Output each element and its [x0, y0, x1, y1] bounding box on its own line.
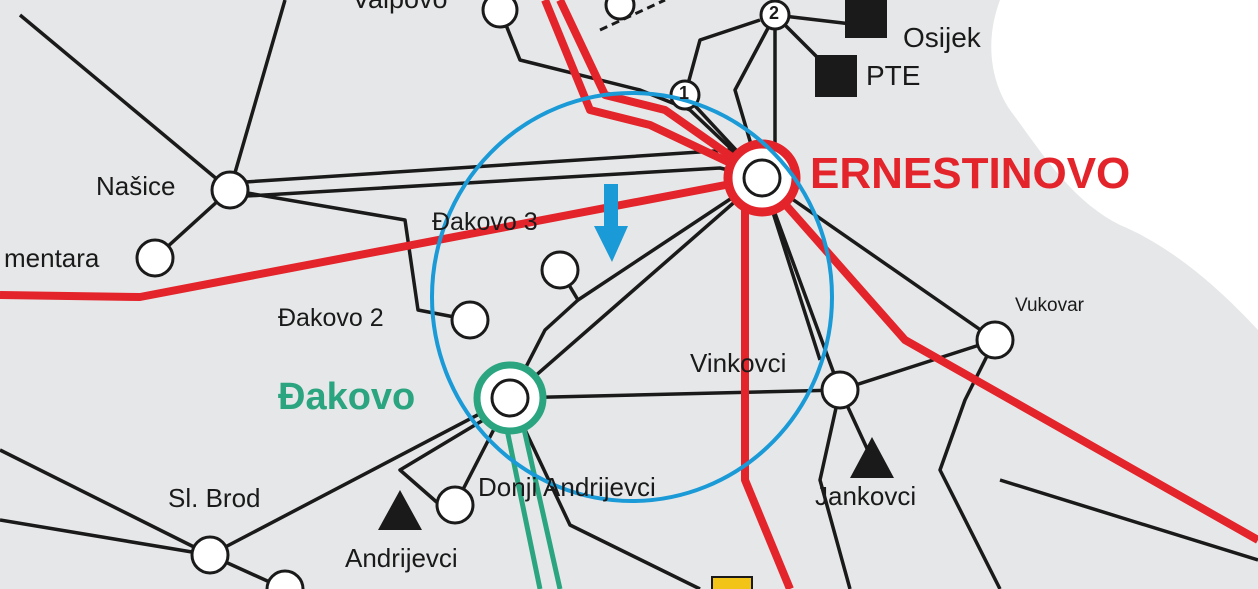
highlight-circle [430, 91, 834, 503]
label-sl-brod: Sl. Brod [168, 483, 261, 513]
red-line-north-b [556, 0, 765, 182]
line-djakovo-ernestinovo [508, 176, 764, 400]
line-djakovo-vinkovci [509, 388, 841, 400]
line-vinkovci-south [818, 389, 852, 589]
line-sub1-north [683, 18, 761, 96]
substation-node-icon [540, 250, 580, 290]
red-line-southeast [759, 175, 1258, 544]
line-slbrod-west-b [0, 518, 211, 557]
substation-node-icon [135, 238, 175, 278]
label-valpovo: Valpovo [352, 0, 448, 13]
label-jankovci: Jankovci [815, 481, 917, 511]
label-osijek: Osijek [903, 22, 981, 53]
line-slbrod-west-a [0, 448, 211, 557]
red-line-south [741, 210, 794, 589]
label-donji-andrijevci: Donji Andrijevci [478, 472, 656, 502]
label-djakovo3: Đakovo 3 [432, 208, 538, 236]
substation-node-icon [481, 0, 519, 29]
green-lines [502, 419, 563, 589]
line-nasice-djakovo [229, 188, 471, 322]
substation-node-icon [975, 320, 1015, 360]
line-east-south [999, 478, 1258, 562]
line-valpovo-ernestinovo [498, 9, 764, 180]
ernestinovo-station [723, 139, 801, 217]
label-djakovo: Đakovo [278, 376, 416, 418]
green-line-b [519, 419, 563, 589]
substation-node-icon [820, 370, 860, 410]
outside-region [991, 0, 1258, 330]
substation-node-icon [210, 170, 250, 210]
line-valpovo-west [18, 13, 232, 192]
substation-node-icon [490, 378, 530, 418]
line-nasice-north [228, 0, 287, 191]
label-nasice: Našice [96, 171, 176, 201]
substation-node-icon [450, 300, 490, 340]
red-line-north-a [541, 0, 764, 182]
label-switch-1: 1 [679, 83, 690, 103]
label-andrijevci: Andrijevci [345, 543, 458, 573]
line-djakovo-south [508, 397, 701, 589]
substation-node-icon [190, 535, 230, 575]
djakovo-station [473, 361, 547, 435]
label-vinkovci: Vinkovci [690, 348, 787, 378]
highlight-arrow-icon [594, 184, 628, 262]
substation-node-icon [265, 569, 305, 589]
label-mentara: mentara [4, 243, 100, 273]
line-djakovo-andrijevci [398, 408, 501, 507]
power-plant-square-icon [815, 55, 857, 97]
line-vinkovci-vukovar [839, 338, 996, 392]
dashed-line [599, 0, 666, 32]
line-ernestinovo-vukovar [761, 176, 996, 342]
label-djakovo2: Đakovo 2 [278, 304, 384, 332]
line-djakovo-slbrod [209, 396, 511, 557]
line-vukovar-south [938, 339, 1002, 589]
power-plant-square-icon [845, 0, 887, 38]
substation-node-icon [759, 0, 791, 31]
substation-node-icon [435, 485, 475, 525]
power-plant-square-icon [711, 576, 753, 589]
triangle-plant-icon [378, 490, 422, 530]
red-line-west [0, 174, 763, 301]
label-vukovar: Vukovar [1015, 295, 1084, 316]
substation-nodes [135, 0, 1015, 589]
label-switch-2: 2 [769, 3, 780, 23]
substation-node-icon [742, 158, 782, 198]
substation-node-icon [604, 0, 636, 21]
triangle-plant-icon [850, 437, 894, 478]
label-pte: PTE [866, 60, 921, 91]
label-ernestinovo: ERNESTINOVO [810, 149, 1131, 198]
green-line-a [502, 419, 543, 589]
